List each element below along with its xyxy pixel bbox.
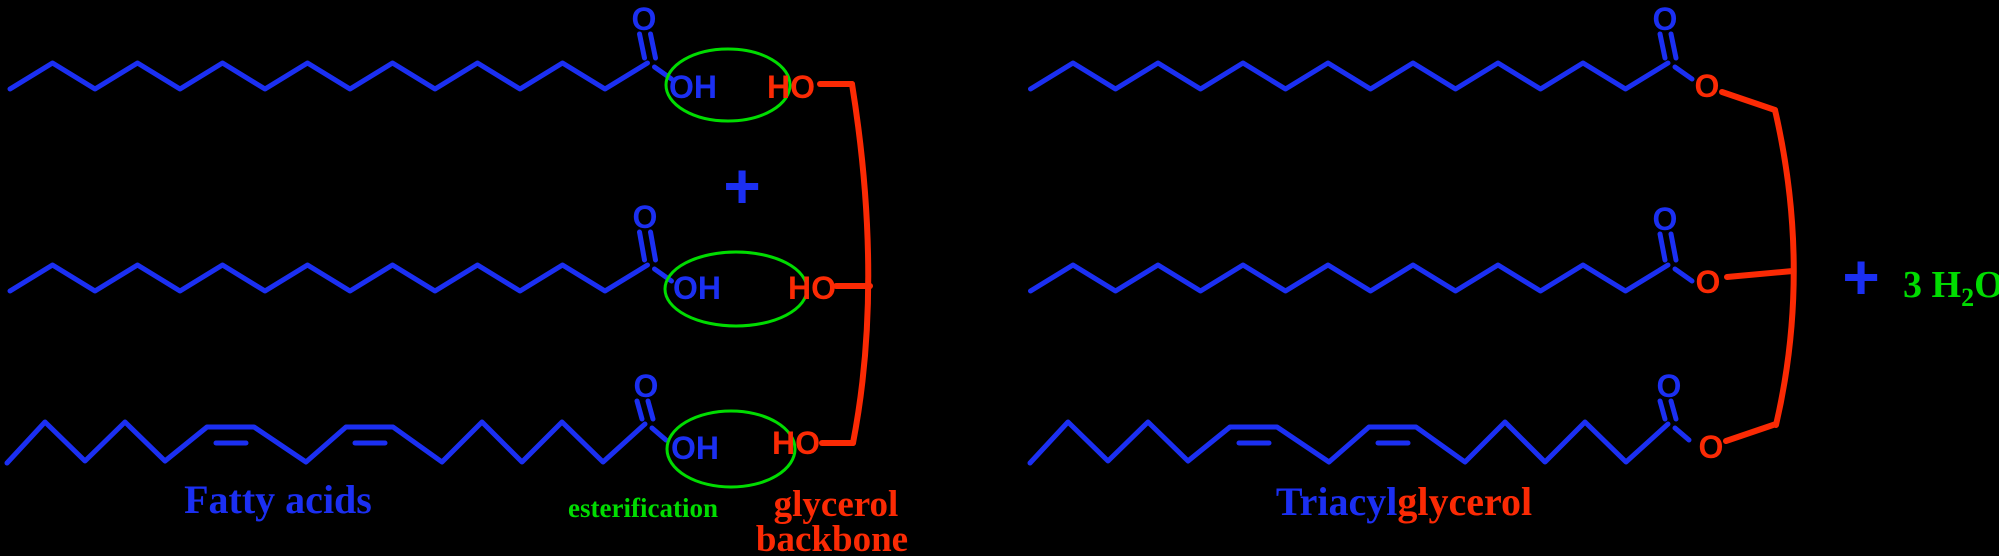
triacylglycerol-caption-blue-part: Triacyl (1276, 479, 1397, 524)
carbonyl-double-bond (1657, 398, 1668, 422)
carbonyl-double-bond (1657, 231, 1668, 263)
carbonyl-oxygen-label: O (633, 199, 658, 235)
acyl-chain-saturated-right-2 (1028, 231, 1695, 294)
glycerol-backbone-caption-line1: glycerol (774, 484, 899, 525)
carbon-oxygen-single-bond (649, 425, 669, 443)
glycerol-hydroxyl-label: HO (788, 270, 836, 306)
carbonyl-double-bond (637, 31, 647, 61)
acyl-chain-saturated-right-1 (1028, 31, 1695, 92)
water-coefficient: 3 H (1903, 264, 1961, 306)
carbon-chain (4, 419, 648, 466)
carbon-chain (1028, 262, 1671, 294)
ester-oxygen-label: O (1695, 68, 1720, 104)
fatty-acid-chain-unsaturated-left-3 (4, 398, 669, 466)
glycerol-carbon-backbone (849, 81, 872, 446)
glycerol-backbone-free (817, 81, 873, 446)
carbonyl-oxygen-label: O (1653, 201, 1678, 237)
acid-hydroxyl-label: OH (669, 69, 717, 105)
carbon-chain (7, 60, 650, 92)
ester-oxygen-to-backbone-bond (1724, 268, 1796, 280)
ester-oxygen-to-backbone-bond (1719, 89, 1778, 113)
carbonyl-double-bond (1668, 231, 1679, 263)
carbonyl-double-bond (1668, 31, 1679, 61)
glycerol-carbon-backbone (1772, 107, 1797, 428)
carbonyl-oxygen-label: O (1657, 368, 1682, 404)
carbonyl-double-bond (1668, 398, 1679, 422)
carbonyl-double-bond (648, 31, 658, 61)
esterification-highlight-ellipse-2 (663, 250, 809, 328)
acid-hydroxyl-label: OH (671, 430, 719, 466)
glycerol-backbone-caption-line2: backbone (756, 519, 908, 556)
carbonyl-double-bond (637, 229, 647, 263)
carbon-oxygen-single-bond (1672, 266, 1695, 284)
fatty-acid-chain-saturated-left-1 (7, 31, 674, 92)
carbonyl-double-bond (1657, 31, 1668, 61)
esterification-highlight-ellipse-3 (665, 409, 797, 489)
carbon-oxygen-single-bond (1672, 425, 1692, 443)
carbonyl-oxygen-label: O (634, 368, 659, 404)
carbon-chain (7, 262, 650, 294)
carbon-chain (1027, 419, 1671, 466)
glycerol-hydroxyl-label: HO (767, 69, 815, 105)
carbonyl-double-bond (648, 229, 658, 263)
carbonyl-double-bond (634, 398, 645, 422)
ester-oxygen-label: O (1696, 264, 1721, 300)
acyl-chain-unsaturated-right-3 (1027, 398, 1692, 466)
carbon-oxygen-single-bond (1672, 64, 1695, 82)
water-oxygen: O (1974, 264, 1999, 306)
ester-oxygen-label: O (1699, 429, 1724, 465)
fatty-acids-caption: Fatty acids (184, 477, 372, 522)
ester-oxygen-to-backbone-bond (1723, 421, 1779, 444)
carbonyl-double-bond (645, 398, 656, 422)
glycerol-hydroxyl-label: HO (772, 425, 820, 461)
plus-sign-reactants: + (723, 150, 760, 222)
triacylglycerol-caption: Triacylglycerol (1276, 479, 1532, 524)
carbon-chain (1028, 60, 1671, 92)
carbonyl-oxygen-label: O (1653, 1, 1678, 37)
carbonyl-oxygen-label: O (632, 1, 657, 37)
acid-hydroxyl-label: OH (673, 270, 721, 306)
water-byproduct-label: 3 H2O (1903, 264, 1999, 312)
water-subscript: 2 (1961, 283, 1974, 312)
esterification-highlight-ellipse-1 (664, 47, 792, 123)
triacylglycerol-caption-red-part: glycerol (1397, 479, 1532, 524)
glycerol-backbone-esterified (1719, 89, 1797, 444)
plus-sign-products: + (1842, 241, 1879, 313)
esterification-caption: esterification (568, 493, 718, 523)
fatty-acid-chain-saturated-left-2 (7, 229, 674, 294)
